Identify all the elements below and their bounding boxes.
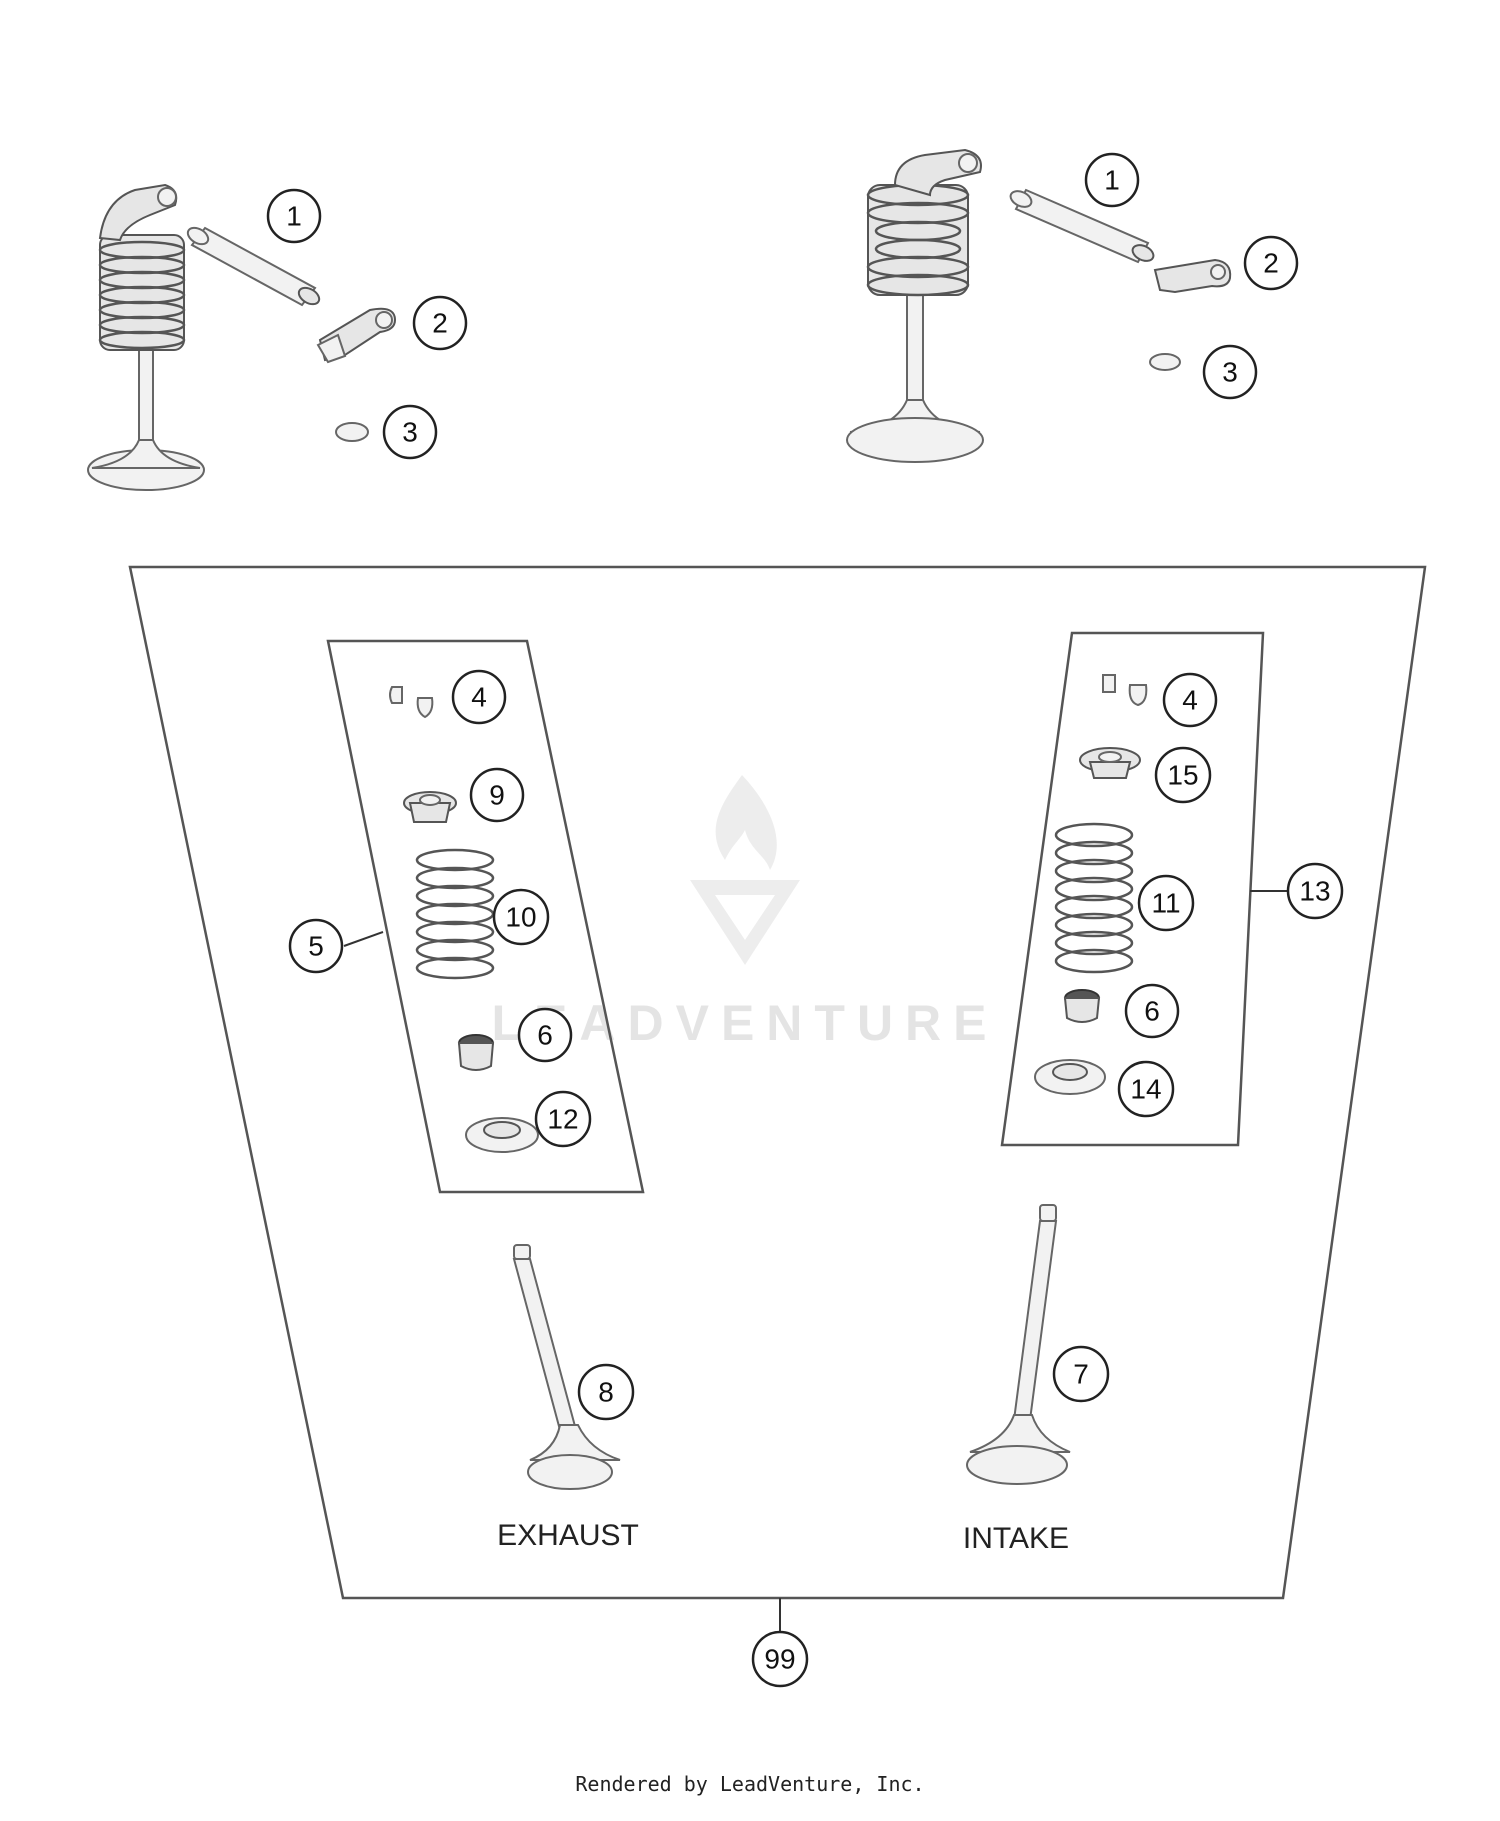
intake-valve-spring (1054, 822, 1134, 974)
top-left-assembly: 1 2 3 (87, 183, 468, 491)
rocker-piece (316, 307, 397, 364)
svg-text:6: 6 (537, 1020, 553, 1051)
rocker-pivot (958, 153, 978, 173)
watermark-flame-icon (715, 775, 777, 870)
svg-text:6: 6 (1144, 996, 1160, 1027)
svg-text:7: 7 (1073, 1359, 1089, 1390)
svg-text:9: 9 (489, 780, 505, 811)
valve-stem-seal (1063, 989, 1101, 1023)
svg-text:1: 1 (1104, 165, 1120, 196)
svg-text:4: 4 (1182, 685, 1198, 716)
callout-2[interactable]: 2 (1243, 235, 1299, 291)
svg-text:3: 3 (402, 417, 418, 448)
svg-text:2: 2 (432, 308, 448, 339)
svg-text:1: 1 (286, 201, 302, 232)
exhaust-valve-spring (415, 848, 495, 980)
rocker-shaft (186, 226, 321, 307)
svg-text:12: 12 (547, 1104, 578, 1135)
svg-text:11: 11 (1151, 888, 1180, 919)
intake-valve (966, 1204, 1071, 1485)
intake-kit-frame (1000, 631, 1265, 1147)
callout-13[interactable]: 13 (1286, 862, 1344, 920)
spring-seat (465, 1117, 539, 1153)
shim (335, 422, 369, 442)
callout-6[interactable]: 6 (1124, 983, 1180, 1039)
exhaust-label: EXHAUST (497, 1519, 639, 1552)
callout-12[interactable]: 12 (534, 1090, 592, 1148)
callout-3[interactable]: 3 (1202, 344, 1258, 400)
callout-4[interactable]: 4 (451, 669, 507, 725)
svg-text:8: 8 (598, 1377, 614, 1408)
valve-stem (138, 344, 154, 456)
valve-set-frame (128, 565, 1427, 1600)
callout-8[interactable]: 8 (577, 1363, 635, 1421)
svg-text:99: 99 (764, 1644, 795, 1675)
callout-5[interactable]: 5 (288, 918, 344, 974)
valve-head (846, 417, 984, 463)
callout-2[interactable]: 2 (412, 295, 468, 351)
callout-1[interactable]: 1 (1084, 152, 1140, 208)
spring-retainer (1079, 747, 1141, 779)
callout-7[interactable]: 7 (1052, 1345, 1110, 1403)
rocker-shaft (1009, 188, 1155, 264)
top-right-assembly: 1 2 3 (846, 148, 1299, 463)
svg-text:10: 10 (505, 902, 536, 933)
svg-text:2: 2 (1263, 248, 1279, 279)
valve-neck (91, 439, 201, 469)
watermark: LEADVENTURE (491, 775, 998, 1051)
callout-10[interactable]: 10 (492, 888, 550, 946)
valve-stem (906, 284, 924, 416)
watermark-text: LEADVENTURE (491, 995, 998, 1051)
callout-4[interactable]: 4 (1162, 672, 1218, 728)
spring-seat (1034, 1059, 1106, 1095)
callout-9[interactable]: 9 (469, 767, 525, 823)
callout-99[interactable]: 99 (751, 1630, 809, 1688)
svg-text:15: 15 (1167, 760, 1198, 791)
valve-keepers (1102, 674, 1148, 707)
callout-15[interactable]: 15 (1154, 746, 1212, 804)
valve-stem-seal (457, 1034, 495, 1071)
rocker-piece (1153, 258, 1232, 294)
svg-text:13: 13 (1299, 876, 1330, 907)
watermark-v-icon (690, 880, 800, 965)
shim (1149, 353, 1181, 371)
svg-text:5: 5 (308, 931, 324, 962)
svg-text:3: 3 (1222, 357, 1238, 388)
svg-text:14: 14 (1130, 1074, 1161, 1105)
callout-11[interactable]: 11 (1137, 874, 1195, 932)
spring-retainer (403, 791, 457, 823)
valve-spring (98, 234, 186, 351)
callout-6[interactable]: 6 (517, 1007, 573, 1063)
valve-spring (866, 183, 970, 297)
callout-14[interactable]: 14 (1117, 1060, 1175, 1118)
callout-1[interactable]: 1 (266, 188, 322, 244)
valve-keepers (389, 686, 434, 719)
callout-3[interactable]: 3 (382, 404, 438, 460)
rocker-pivot (157, 187, 177, 207)
exhaust-kit-frame (326, 639, 645, 1194)
svg-text:4: 4 (471, 682, 487, 713)
footer-credit: Rendered by LeadVenture, Inc. (575, 1772, 925, 1796)
exhaust-valve (512, 1244, 621, 1490)
exhaust-kit-leader (343, 931, 384, 947)
intake-label: INTAKE (963, 1522, 1069, 1555)
